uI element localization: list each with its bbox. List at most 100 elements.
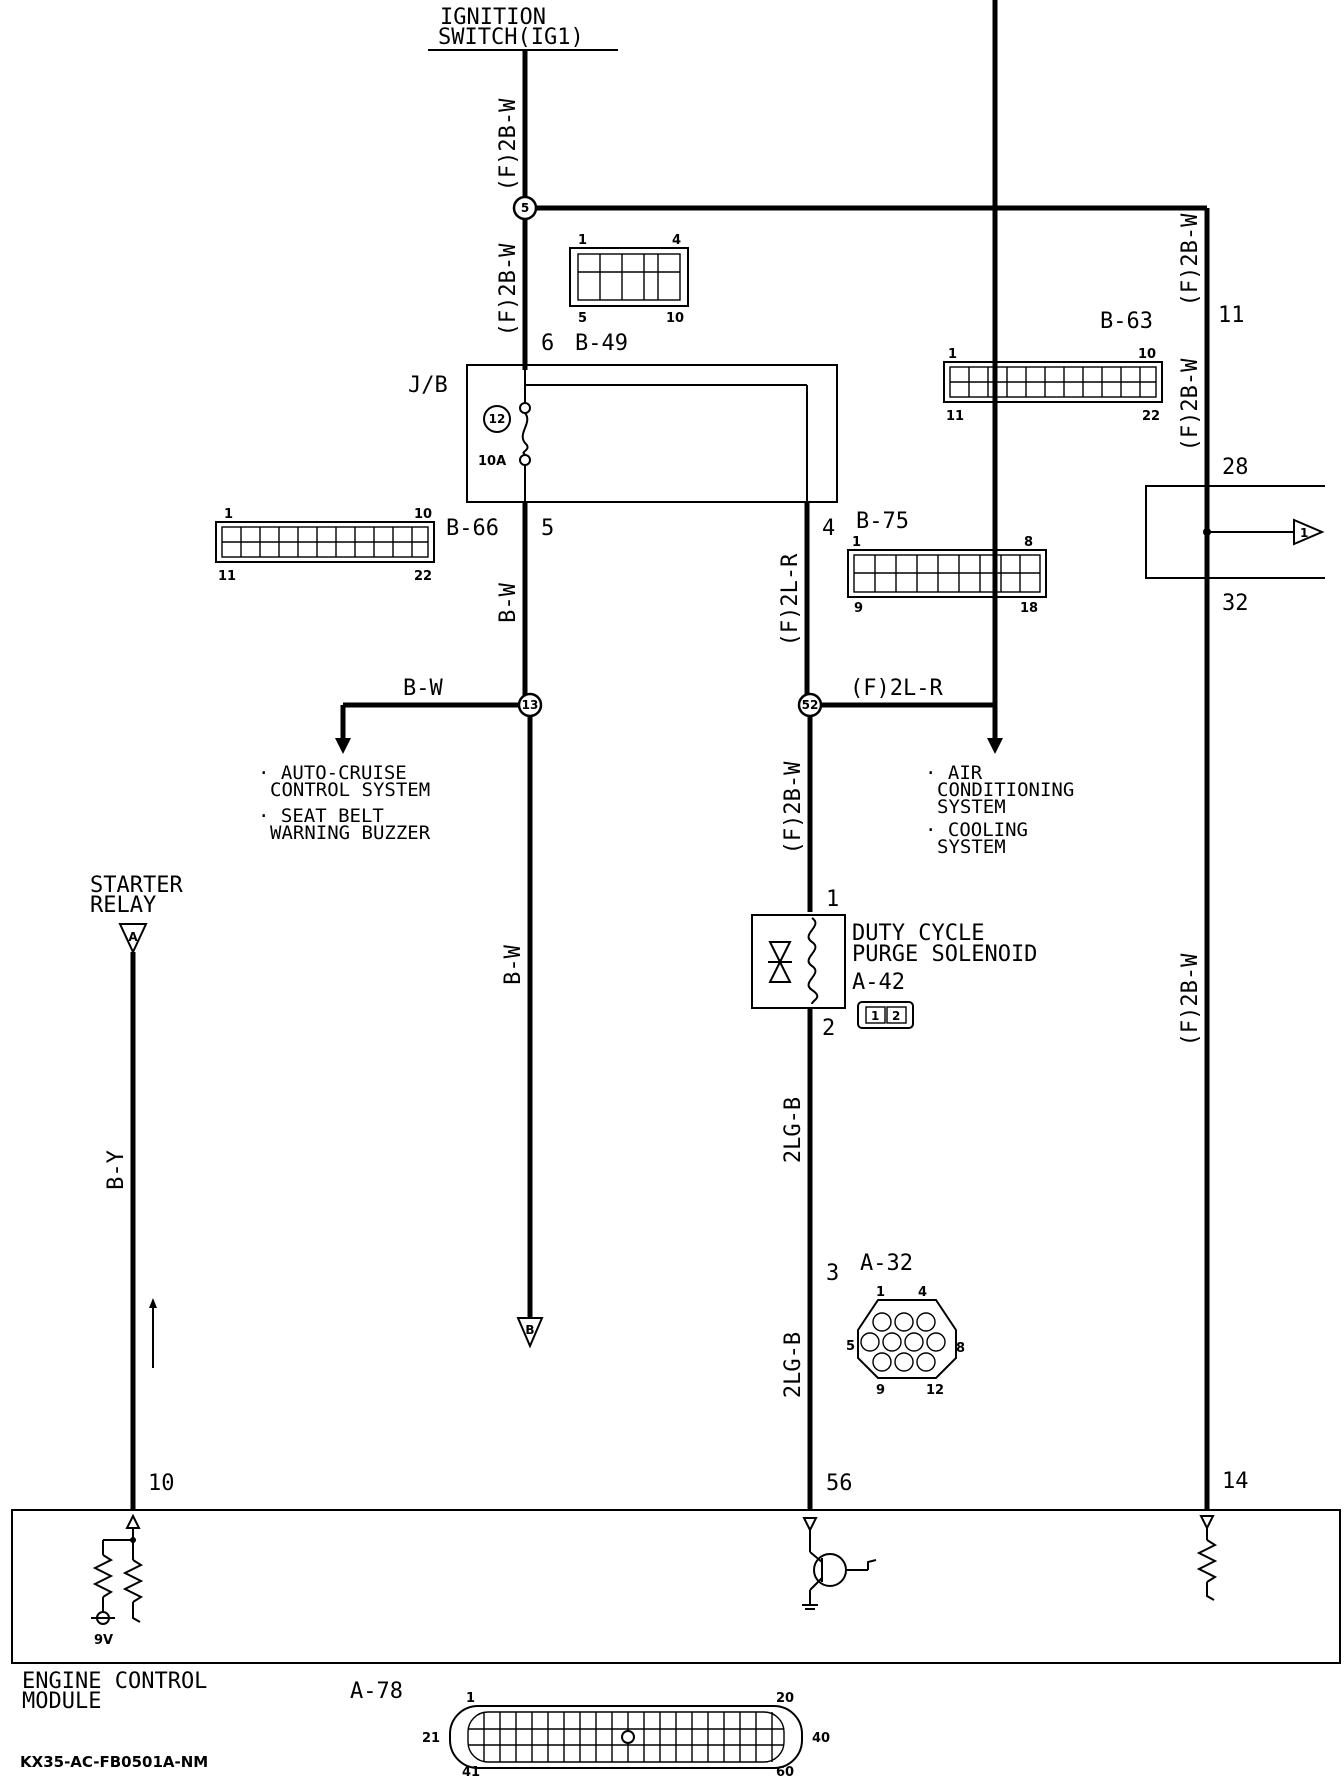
svg-text:1: 1 (224, 507, 233, 522)
ecm-box (11, 1509, 1341, 1664)
pin-2: 2 (822, 1016, 835, 1041)
pin-3: 3 (826, 1261, 839, 1286)
ignition-label-line2: SWITCH(IG1) (438, 25, 584, 50)
wire-label-bw-lower: B-W (501, 944, 526, 984)
svg-text:9: 9 (876, 1383, 885, 1398)
branch-right-line1: · AIR (925, 762, 983, 784)
drawing-code: KX35-AC-FB0501A-NM (20, 1753, 208, 1771)
fuse-rating: 10A (478, 454, 506, 469)
svg-text:1: 1 (876, 1285, 885, 1300)
svg-text:10: 10 (414, 507, 432, 522)
ignition-label-line1: IGNITION (440, 5, 546, 30)
off-page-a-label: A (128, 930, 138, 944)
arrow-down-icon (335, 738, 351, 754)
pin-32: 32 (1222, 591, 1249, 616)
fuse-number-circle (483, 405, 511, 433)
connector-a32: 1 4 5 8 9 12 (846, 1285, 965, 1398)
connector-a42: 1 2 (857, 1001, 914, 1029)
wire-label-2lgb-upper: 2LG-B (781, 1097, 806, 1163)
connector-a42-name: A-42 (852, 970, 905, 995)
ground-icon (132, 1602, 141, 1623)
svg-text:18: 18 (1020, 601, 1038, 616)
fuse-icon (521, 412, 529, 455)
ecm-input-icon-right (1199, 1515, 1215, 1531)
resistor-icon (92, 1554, 114, 1598)
connector-b66-name: B-66 (446, 516, 499, 541)
svg-text:1: 1 (578, 233, 587, 248)
connector-b75-name: B-75 (856, 509, 909, 534)
ecm-output-icon (802, 1517, 818, 1533)
pin-5: 5 (541, 516, 554, 541)
resistor-icon-3 (1196, 1539, 1218, 1583)
svg-text:10: 10 (1138, 347, 1156, 362)
wire-label-2bw-mid: (F)2B-W (781, 761, 806, 854)
connector-b49-name: B-49 (575, 331, 628, 356)
svg-text:11: 11 (946, 409, 964, 424)
solenoid-label-line1: DUTY CYCLE (852, 921, 984, 946)
wire-label-below-node5: (F)2B-W (496, 243, 521, 336)
ecm-label-line2: MODULE (22, 1689, 101, 1714)
off-page-a-icon (118, 923, 148, 955)
junction-13-label: 13 (522, 698, 539, 712)
svg-text:9: 9 (854, 601, 863, 616)
connector-a78: 1 20 21 40 41 60 (422, 1691, 830, 1778)
starter-label-line2: RELAY (90, 893, 156, 918)
pin-56: 56 (826, 1471, 853, 1496)
branch-left-line1: · AUTO-CRUISE (258, 762, 407, 784)
svg-text:5: 5 (578, 311, 587, 326)
fuse-contact-top (519, 402, 531, 414)
wire-label-2lr-branch: (F)2L-R (850, 676, 943, 701)
arrow-up-icon (149, 1298, 157, 1308)
solenoid-box (751, 914, 846, 1009)
svg-text:8: 8 (1024, 535, 1033, 550)
connector-a32-name: A-32 (860, 1251, 913, 1276)
branch-left-line2: CONTROL SYSTEM (270, 779, 430, 801)
svg-text:4: 4 (672, 233, 681, 248)
svg-text:22: 22 (1142, 409, 1160, 424)
pin-10: 10 (148, 1471, 175, 1496)
wire-label-bw-branch: B-W (403, 676, 443, 701)
branch-left-line4: WARNING BUZZER (270, 822, 431, 844)
svg-text:20: 20 (776, 1691, 794, 1706)
ecm-label-line1: ENGINE CONTROL (22, 1669, 207, 1694)
pin-14: 14 (1222, 1469, 1249, 1494)
ecm-9v-label: 9V (94, 1633, 113, 1648)
right-tap-dot (1203, 528, 1211, 536)
fuse-contact-bottom (519, 454, 531, 466)
svg-text:8: 8 (956, 1341, 965, 1356)
branch-left-line3: · SEAT BELT (258, 805, 384, 827)
right-component-box (1145, 485, 1325, 579)
connector-b49: 1 4 5 10 (569, 233, 689, 326)
starter-label-line1: STARTER (90, 873, 183, 898)
svg-text:1: 1 (852, 535, 861, 550)
wire-label-2lr: (F)2L-R (778, 553, 803, 646)
svg-text:5: 5 (846, 1339, 855, 1354)
ecm-input-icon (125, 1513, 141, 1529)
branch-right-line2: CONDITIONING (937, 779, 1074, 801)
svg-text:1: 1 (871, 1009, 879, 1023)
svg-text:41: 41 (462, 1765, 480, 1778)
branch-right-line3: SYSTEM (937, 796, 1006, 818)
svg-text:11: 11 (218, 569, 236, 584)
connector-a78-name: A-78 (350, 1679, 403, 1704)
off-page-b-label: B (525, 1323, 534, 1337)
svg-text:1: 1 (948, 347, 957, 362)
valve-icon (768, 941, 792, 965)
svg-text:2: 2 (892, 1009, 900, 1023)
junction-block (466, 364, 838, 503)
wire-label-by: B-Y (104, 1150, 129, 1190)
svg-text:21: 21 (422, 1731, 440, 1746)
fuse-number: 12 (489, 412, 506, 426)
wire-label-right-low: (F)2B-W (1178, 953, 1203, 1046)
pin-1: 1 (826, 887, 839, 912)
junction-52-label: 52 (802, 698, 819, 712)
solenoid-coil-icon (807, 917, 819, 1005)
pin-4: 4 (822, 516, 835, 541)
pin-6: 6 (541, 331, 554, 356)
solenoid-label-line2: PURGE SOLENOID (852, 942, 1037, 967)
wire-label-right-mid: (F)2B-W (1178, 358, 1203, 451)
junction-5-label: 5 (521, 201, 529, 215)
svg-text:12: 12 (926, 1383, 944, 1398)
connector-b75: 1 8 9 18 (847, 535, 1047, 616)
